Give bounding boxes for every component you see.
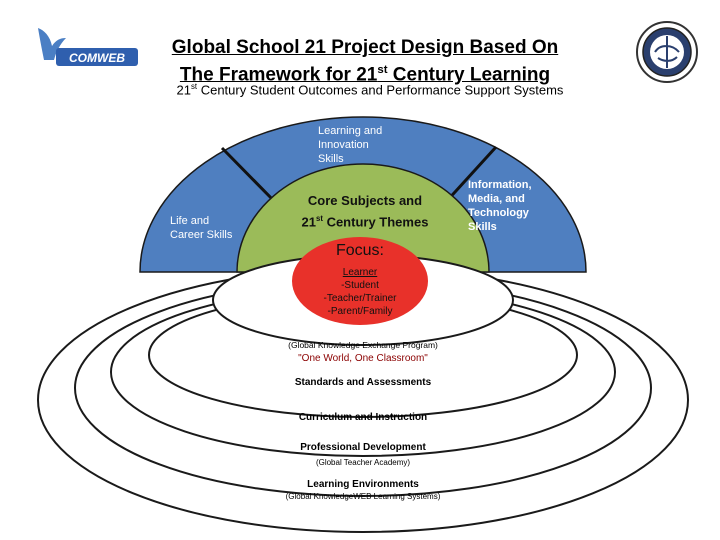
title-line2: The Framework for 21st Century Learning (140, 59, 590, 86)
label-information-media: Information, Media, and Technology Skill… (468, 178, 532, 234)
label-line: Skills (318, 153, 344, 165)
focus-item: -Student (341, 280, 379, 291)
title-line2-end: Century Learning (387, 64, 551, 86)
focus-item: Learner (342, 267, 378, 278)
label-prof-dev: Professional Development (300, 442, 426, 453)
subtitle-main: 21 (176, 82, 192, 98)
label-line: Innovation (318, 139, 369, 151)
core-line2-sup: st (316, 214, 323, 223)
label-standards: Standards and Assessments (294, 377, 432, 388)
label-gke: (Global Knowledge Exchange Program) (288, 340, 438, 350)
label-gta: (Global Teacher Academy) (315, 458, 411, 467)
label-line: Information, (468, 179, 532, 191)
subtitle-sup: st (191, 82, 198, 91)
core-line2: 21st Century Themes (280, 210, 450, 231)
label-line: Media, and (468, 193, 525, 205)
label-learning-env: Learning Environments (307, 479, 419, 490)
arch-divider-right (443, 145, 498, 205)
page-title: Global School 21 Project Design Based On… (140, 36, 590, 86)
focus-title: Focus: (335, 242, 384, 259)
title-line1: Global School 21 Project Design Based On (171, 37, 559, 58)
label-core-subjects: Core Subjects and 21st Century Themes (280, 192, 450, 231)
label-life-career: Life and Career Skills (170, 214, 232, 242)
focus-circle (292, 237, 428, 325)
core-line1: Core Subjects and (307, 193, 423, 208)
focus-item: -Parent/Family (327, 306, 393, 317)
label-line: Technology (468, 207, 529, 219)
title-line2-main: The Framework for 21 (179, 64, 378, 86)
label-line: Learning and (318, 125, 383, 137)
subtitle-end: Century Student Outcomes and Performance… (197, 82, 564, 98)
title-line2-sup: st (377, 64, 388, 76)
label-line: Career Skills (170, 229, 233, 241)
arch-divider-left (220, 146, 280, 207)
dove-icon (38, 28, 66, 60)
label-gkweb: (Global KnowledgeWEB Learning Systems) (285, 492, 441, 501)
comweb-logo: COMWEB (30, 22, 140, 78)
comweb-logo-text: COMWEB (69, 51, 125, 65)
label-slogan: "One World, One Classroom" (298, 353, 428, 364)
core-line2-main: 21 (301, 214, 317, 230)
page-subtitle: 21st Century Student Outcomes and Perfor… (100, 82, 640, 97)
core-line2-end: Century Themes (322, 214, 429, 230)
focus-item: -Teacher/Trainer (323, 293, 397, 304)
globe-icon (654, 36, 680, 68)
label-line: Skills (468, 221, 497, 233)
focus-list: Learner -Student -Teacher/Trainer -Paren… (300, 266, 420, 318)
seal-logo (636, 21, 698, 83)
label-line: Life and (170, 215, 210, 227)
green-arch (236, 163, 490, 273)
label-learning-innovation: Learning and Innovation Skills (318, 124, 382, 166)
label-curriculum: Curriculum and Instruction (298, 412, 428, 423)
